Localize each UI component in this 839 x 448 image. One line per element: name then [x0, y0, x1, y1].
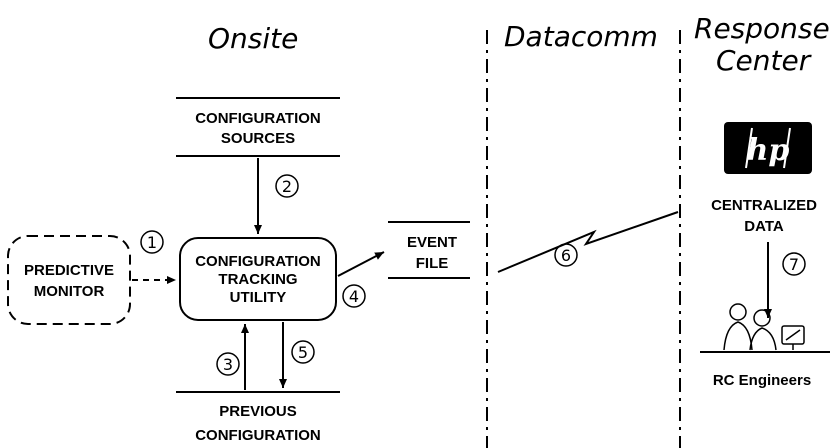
- step-6: 6: [554, 243, 578, 267]
- centralized-data-line1: CENTRALIZED: [711, 197, 817, 214]
- configuration-tracking-utility: CONFIGURATION TRACKING UTILITY: [179, 237, 337, 321]
- ctu-line2: TRACKING: [218, 271, 297, 288]
- configuration-sources: CONFIGURATION SOURCES: [176, 97, 340, 157]
- event-file: EVENT FILE: [388, 221, 470, 279]
- predictive-monitor-line2: MONITOR: [34, 283, 105, 300]
- svg-text:7: 7: [789, 255, 799, 274]
- rc-engineers-label: RC Engineers: [713, 372, 811, 389]
- datacomm-link: [497, 211, 679, 273]
- ctu-line1: CONFIGURATION: [195, 253, 321, 270]
- previous-configuration: PREVIOUS CONFIGURATION: [176, 391, 340, 444]
- previous-configuration-line2: CONFIGURATION: [195, 427, 321, 444]
- section-response-center-line2: Center: [716, 44, 812, 77]
- centralized-data-line2: DATA: [744, 218, 784, 235]
- svg-text:4: 4: [349, 287, 359, 306]
- section-response-center-line1: Response: [694, 12, 830, 45]
- section-onsite: Onsite: [208, 22, 298, 55]
- predictive-monitor-line1: PREDICTIVE: [24, 262, 114, 279]
- step-5: 5: [291, 340, 315, 364]
- step-7: 7: [782, 252, 806, 276]
- configuration-sources-line1: CONFIGURATION: [195, 110, 321, 127]
- svg-text:5: 5: [298, 343, 308, 362]
- step-2: 2: [275, 174, 299, 198]
- step-3: 3: [216, 352, 240, 376]
- svg-text:3: 3: [223, 355, 233, 374]
- event-file-line1: EVENT: [407, 234, 457, 251]
- engineers-illustration-icon: [700, 303, 830, 353]
- ctu-line3: UTILITY: [230, 289, 287, 306]
- step-1: 1: [140, 230, 164, 254]
- section-datacomm: Datacomm: [504, 20, 658, 53]
- hp-logo-icon: hp: [724, 122, 812, 174]
- hp-logo-text: hp: [747, 133, 790, 168]
- arrow-ctu-to-event-file: [337, 251, 385, 277]
- svg-text:6: 6: [561, 246, 571, 265]
- svg-text:1: 1: [147, 233, 157, 252]
- event-file-line2: FILE: [416, 255, 449, 272]
- previous-configuration-line1: PREVIOUS: [219, 403, 297, 420]
- svg-text:2: 2: [282, 177, 292, 196]
- step-4: 4: [342, 284, 366, 308]
- configuration-sources-line2: SOURCES: [221, 130, 295, 147]
- predictive-monitor: PREDICTIVE MONITOR: [7, 235, 131, 325]
